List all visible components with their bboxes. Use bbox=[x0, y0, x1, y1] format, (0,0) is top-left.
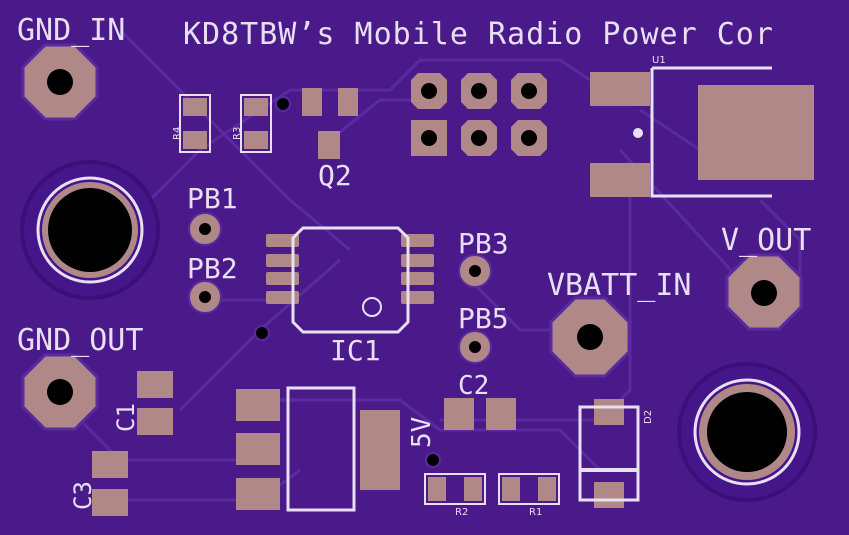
label-v-out: V_OUT bbox=[721, 223, 811, 258]
capacitor-c1 bbox=[137, 371, 173, 435]
regulator-u1 bbox=[590, 66, 814, 198]
board-title: KD8TBW’s Mobile Radio Power Cor bbox=[183, 17, 774, 52]
label-pb5: PB5 bbox=[458, 302, 509, 335]
pad-vbatt-in bbox=[549, 296, 631, 378]
resistor-r1 bbox=[498, 473, 560, 505]
label-u1: U1 bbox=[652, 55, 666, 66]
label-r4: R4 bbox=[172, 127, 183, 140]
label-vbatt-in: VBATT_IN bbox=[547, 268, 692, 303]
vias bbox=[254, 96, 643, 468]
label-q2: Q2 bbox=[318, 159, 352, 192]
test-point-pb3 bbox=[458, 254, 492, 288]
transistor-q2 bbox=[302, 88, 358, 159]
capacitor-c2 bbox=[444, 398, 516, 430]
label-r1: R1 bbox=[529, 507, 542, 518]
diode-d2 bbox=[578, 399, 640, 508]
label-ic1: IC1 bbox=[330, 334, 381, 367]
label-gnd-out: GND_OUT bbox=[17, 323, 143, 358]
label-r2: R2 bbox=[455, 507, 468, 518]
label-pb2: PB2 bbox=[187, 252, 238, 285]
label-c2: C2 bbox=[458, 371, 489, 401]
resistor-r4 bbox=[179, 94, 211, 153]
label-d2: D2 bbox=[643, 410, 654, 424]
label-gnd-in: GND_IN bbox=[17, 13, 125, 48]
test-point-pb5 bbox=[458, 330, 492, 364]
capacitor-c3 bbox=[92, 451, 128, 516]
label-pb3: PB3 bbox=[458, 227, 509, 260]
mounting-hole-right bbox=[677, 362, 817, 502]
pad-gnd-in bbox=[21, 43, 99, 121]
header-2x3 bbox=[411, 73, 547, 156]
test-point-pb1 bbox=[188, 212, 222, 246]
regulator-5v bbox=[236, 386, 400, 512]
label-5v: 5V bbox=[407, 417, 437, 448]
label-c1: C1 bbox=[112, 403, 140, 432]
label-c3: C3 bbox=[69, 481, 97, 510]
mounting-hole-left bbox=[20, 160, 160, 300]
resistor-r3 bbox=[240, 94, 272, 153]
label-r3: R3 bbox=[232, 127, 243, 140]
label-pb1: PB1 bbox=[187, 182, 238, 215]
test-point-pb2 bbox=[188, 280, 222, 314]
pad-gnd-out bbox=[21, 353, 99, 431]
resistor-r2 bbox=[424, 473, 486, 505]
ic1-soic8 bbox=[266, 226, 434, 334]
pad-v-out bbox=[725, 253, 803, 331]
